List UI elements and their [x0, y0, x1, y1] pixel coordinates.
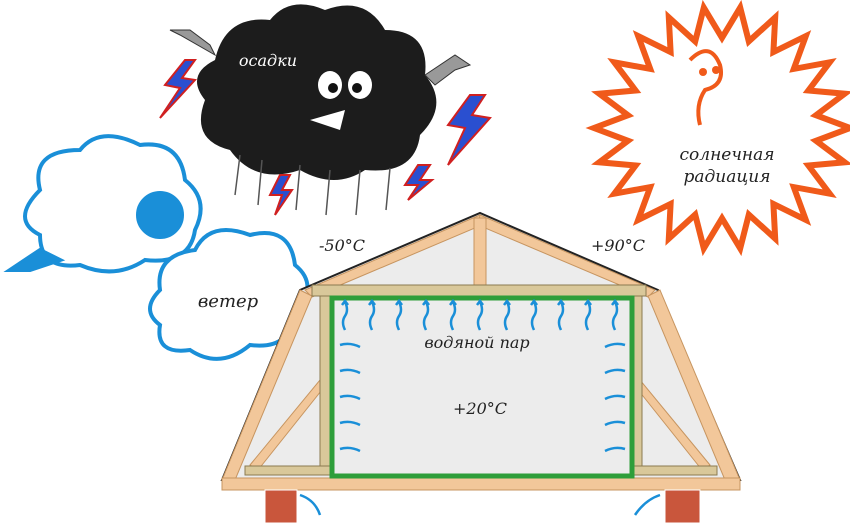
- solar-radiation-label-2: радиация: [684, 167, 771, 187]
- vapor-arrow-icon: [604, 368, 626, 375]
- water-vapor-label: водяной пар: [424, 333, 529, 352]
- vapor-arrow-icon: [604, 394, 626, 401]
- vapor-arrow-icon: [341, 298, 349, 331]
- vapor-arrow-icon: [339, 394, 361, 401]
- vapor-arrow-icon: [299, 493, 322, 516]
- inside-temp-label: +20°C: [453, 399, 507, 418]
- vapor-arrow-icon: [395, 298, 403, 331]
- vapor-arrow-icon: [584, 298, 592, 331]
- vapor-arrow-icon: [604, 446, 626, 453]
- vapor-arrow-icon: [633, 493, 661, 516]
- vapor-arrow-icon: [449, 298, 457, 331]
- vapor-arrow-icon: [604, 342, 626, 349]
- outside-cold-temp: -50°C: [319, 236, 365, 255]
- vapor-arrow-icon: [422, 298, 430, 331]
- vapor-arrow-icon: [339, 368, 361, 375]
- wind-face-icon: [3, 134, 310, 361]
- vapor-arrow-icon: [604, 420, 626, 427]
- vapor-arrow-icon: [530, 298, 538, 331]
- vapor-arrow-icon: [368, 298, 376, 331]
- vapor-arrow-icon: [339, 342, 361, 349]
- solar-radiation-label-1: солнечная: [679, 145, 774, 165]
- mansard-roof: [220, 211, 742, 523]
- vapor-arrow-icon: [339, 446, 361, 453]
- vapor-arrow-icon: [611, 298, 619, 331]
- vapor-arrow-icon: [339, 420, 361, 427]
- vapor-arrow-icon: [476, 298, 484, 331]
- vapor-arrow-icon: [557, 298, 565, 331]
- wind-label: ветер: [198, 291, 259, 312]
- storm-cloud-icon: [159, 4, 492, 216]
- sun-icon: [585, 0, 850, 257]
- vapor-arrow-icon: [503, 298, 511, 331]
- outside-hot-temp: +90°C: [591, 236, 645, 255]
- precipitation-label: осадки: [239, 51, 297, 70]
